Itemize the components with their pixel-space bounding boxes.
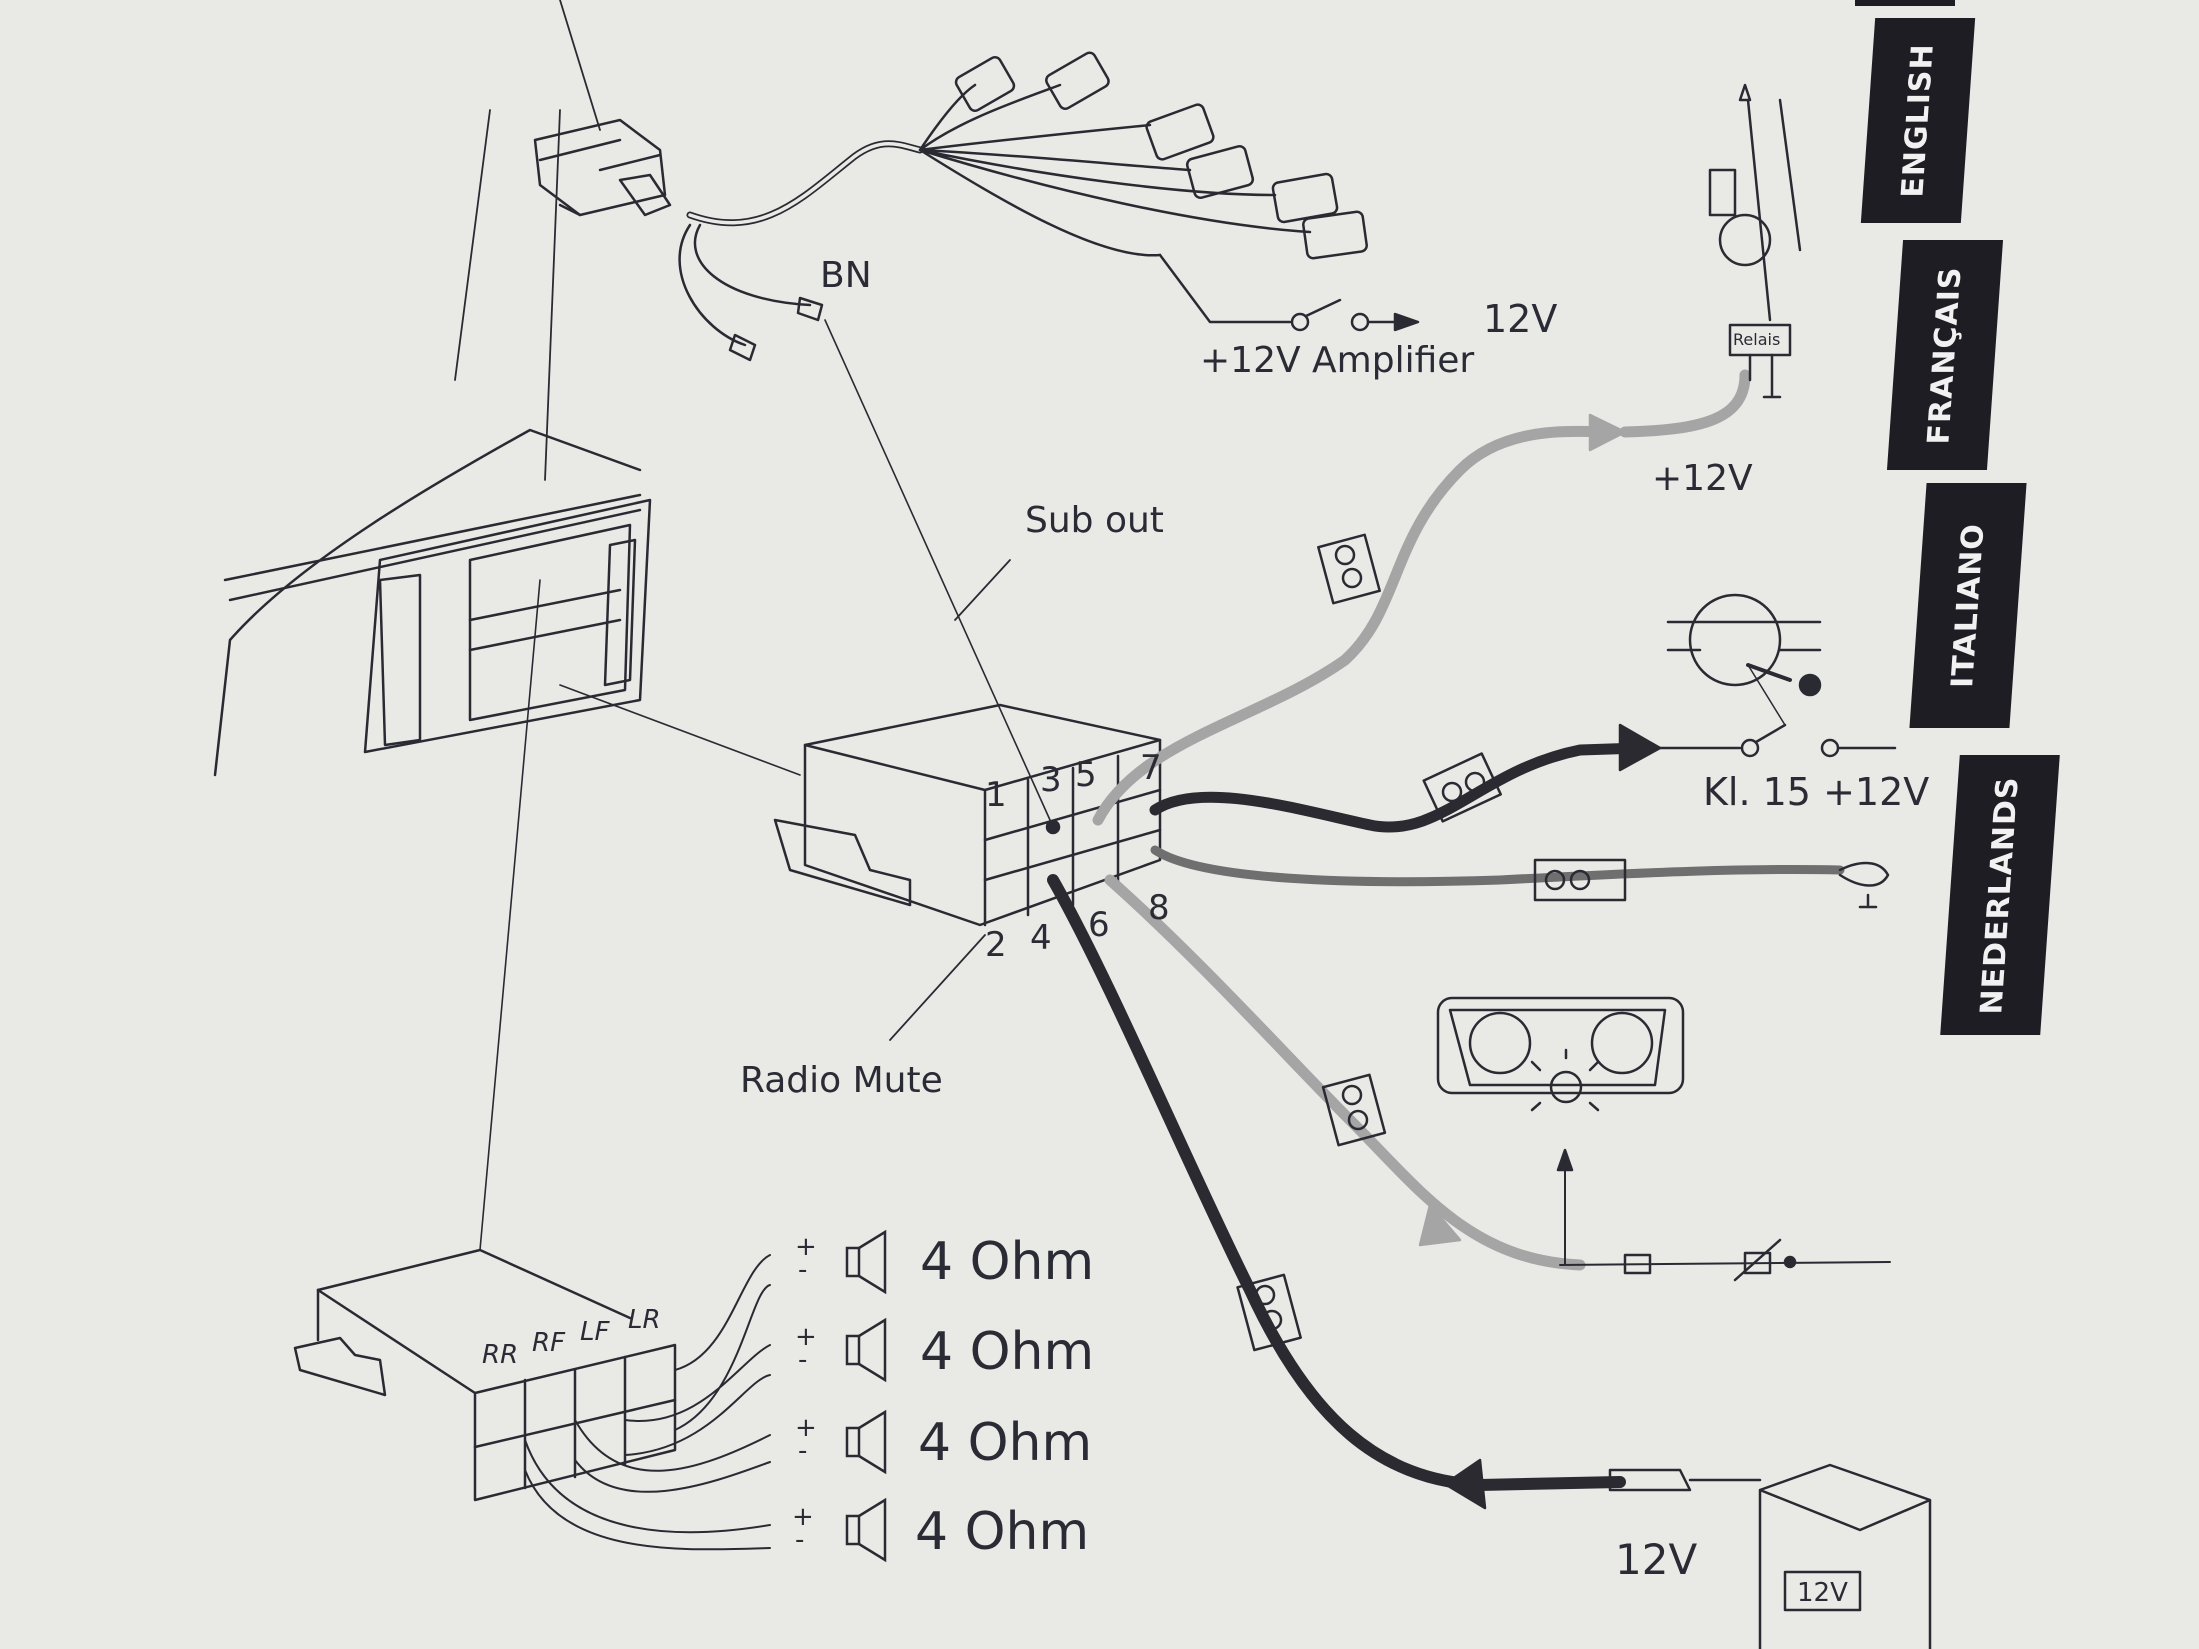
antenna-relay-label: Relais <box>1733 330 1781 349</box>
speaker-1-impedance: 4 Ohm <box>920 1232 1095 1292</box>
tab-nederlands[interactable]: NEDERLANDS <box>1940 755 2060 1035</box>
speaker-icon-3 <box>845 1409 887 1475</box>
amp-arrow-icon <box>1393 312 1420 332</box>
terminal-block-illumination <box>1321 1073 1387 1147</box>
terminal-block-antenna <box>1317 533 1381 605</box>
instrument-cluster-icon <box>1436 996 1685 1112</box>
speaker-icons <box>845 1229 887 1563</box>
channel-label-lr: LR <box>628 1305 661 1335</box>
antenna-wire-arrow-icon <box>1588 413 1627 452</box>
power-antenna-icon <box>1708 83 1802 399</box>
harness-iso-plug <box>533 118 672 217</box>
battery-arrow-icon <box>1443 1458 1487 1510</box>
speaker-1-plus: + <box>795 1232 817 1262</box>
rca-plug-1 <box>954 55 1016 113</box>
ground-eyelet-icon <box>1838 861 1890 887</box>
terminal-block-battery <box>1236 1273 1302 1352</box>
pin-label-7: 7 <box>1140 748 1162 788</box>
battery-wire <box>1047 874 1626 1491</box>
amplifier-label: +12V Amplifier <box>1200 340 1475 381</box>
rca-lead <box>918 83 1312 234</box>
pin-label-2: 2 <box>985 925 1007 965</box>
dimmer-resistor <box>1743 1251 1772 1275</box>
speaker-2-impedance: 4 Ohm <box>920 1322 1095 1382</box>
speaker-icon-4 <box>845 1497 887 1563</box>
dimmer-inline <box>1623 1253 1652 1275</box>
sub-out-label: Sub out <box>1025 500 1164 541</box>
speaker-4-minus: - <box>795 1525 805 1555</box>
speaker-connector-block <box>293 1248 677 1502</box>
battery-voltage-label: 12V <box>1615 1535 1698 1584</box>
speaker-4-impedance: 4 Ohm <box>915 1502 1090 1562</box>
ignition-wire <box>1149 742 1646 833</box>
ground-symbol-icon <box>1858 893 1878 909</box>
pin-label-1: 1 <box>985 775 1007 815</box>
ground-wire <box>1150 845 1845 887</box>
leader-line-iso-connector <box>559 684 801 776</box>
pin-label-6: 6 <box>1088 905 1110 945</box>
rca-plug-3 <box>1145 103 1215 161</box>
bn-lead <box>678 223 812 347</box>
tab-italiano[interactable]: ITALIANO <box>1909 483 2027 728</box>
amp-switch-contact-b <box>1350 312 1370 332</box>
leader-line-harness-radio <box>454 109 561 481</box>
speaker-2-plus: + <box>795 1322 817 1352</box>
pin-label-8: 8 <box>1148 888 1170 928</box>
tab-francais[interactable]: FRANÇAIS <box>1886 240 2004 470</box>
rca-plug-4 <box>1185 145 1255 199</box>
leader-line-radio-mute <box>889 934 986 1041</box>
bn-label: BN <box>820 255 872 296</box>
ignition-key-icon <box>1666 593 1822 726</box>
amp-switch-contact-a <box>1290 312 1310 332</box>
harness-cable <box>686 140 924 227</box>
speaker-3-minus: - <box>798 1436 808 1466</box>
channel-label-rr: RR <box>482 1340 519 1370</box>
channel-label-lf: LF <box>580 1317 610 1347</box>
leader-line-speaker-connector <box>479 579 541 1251</box>
bn-terminal <box>728 296 824 362</box>
speaker-4-plus: + <box>792 1502 814 1532</box>
amp-switch-voltage-label: 12V <box>1483 297 1558 341</box>
speaker-3-impedance: 4 Ohm <box>918 1413 1093 1473</box>
antenna-wire <box>1092 425 1606 826</box>
leader-line-bn-pin3 <box>824 319 1051 821</box>
battery-badge-label: 12V <box>1797 1578 1848 1608</box>
speaker-leads <box>524 1254 771 1551</box>
leader-line-sub-out <box>954 559 1011 621</box>
tab-top-partial[interactable] <box>1855 0 1955 6</box>
pin-label-5: 5 <box>1075 755 1097 795</box>
pin-label-3: 3 <box>1040 760 1062 800</box>
channel-label-rf: RF <box>532 1328 566 1358</box>
iso-connector-block <box>773 703 1162 927</box>
rca-plug-2 <box>1045 51 1110 111</box>
terminal-block-ground <box>1533 858 1627 902</box>
speaker-icon-2 <box>845 1317 887 1383</box>
pin-label-4: 4 <box>1030 918 1052 958</box>
rca-plug-6 <box>1302 210 1368 260</box>
tab-english[interactable]: ENGLISH <box>1860 18 1976 223</box>
ignition-arrow-icon <box>1618 723 1662 772</box>
amp-switch-line <box>1158 253 1292 324</box>
terminal-block-ignition <box>1422 752 1502 823</box>
speaker-3-plus: + <box>795 1413 817 1443</box>
speaker-icon-1 <box>845 1229 887 1295</box>
speaker-1-minus: - <box>798 1255 808 1285</box>
radio-mute-label: Radio Mute <box>740 1060 943 1101</box>
illumination-arrow-icon <box>1418 1203 1462 1247</box>
ignition-label: Kl. 15 +12V <box>1703 770 1930 814</box>
radio-head-unit <box>213 428 652 777</box>
antenna-supply-label: +12V <box>1652 458 1753 499</box>
pin-3-dot <box>1045 819 1061 835</box>
dimmer-line <box>1559 1164 1891 1266</box>
speaker-2-minus: - <box>798 1345 808 1375</box>
leader-line-top <box>559 0 601 131</box>
amp-remote-lead <box>918 148 1162 257</box>
battery-icon <box>1608 1463 1932 1649</box>
